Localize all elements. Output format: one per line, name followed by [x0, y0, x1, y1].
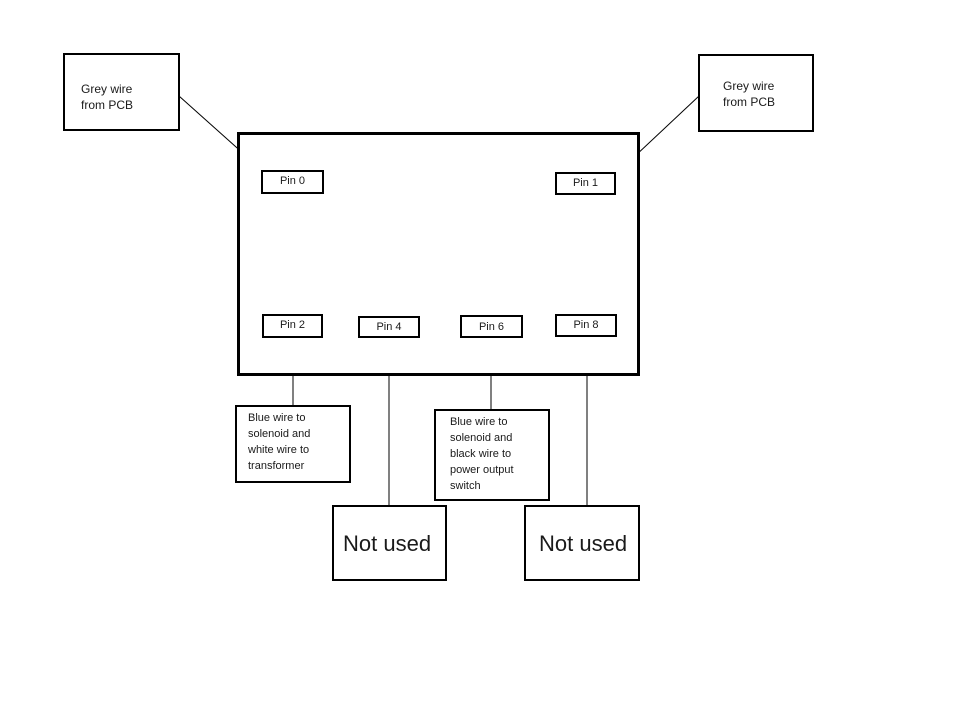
- pin2-desc-line-3: white wire to: [248, 444, 310, 456]
- pin2-desc-line-2: solenoid and: [248, 428, 311, 440]
- connector-body: [237, 132, 640, 376]
- grey-wire-left-label: Grey wire from PCB: [81, 81, 133, 113]
- pin6-desc-line-2: solenoid and: [450, 432, 513, 444]
- pin8-not-used-box: Not used: [524, 505, 640, 581]
- pin6-desc-line-3: black wire to: [450, 448, 512, 460]
- pin2-desc-line-1: Blue wire to: [248, 412, 306, 424]
- pin2-description: Blue wire to solenoid and white wire to …: [248, 410, 310, 474]
- pin-2: Pin 2: [262, 314, 323, 338]
- pin6-description-box: Blue wire to solenoid and black wire to …: [434, 409, 550, 501]
- grey-left-line-2: from PCB: [81, 98, 134, 112]
- pin6-desc-line-1: Blue wire to: [450, 416, 508, 428]
- pin-4: Pin 4: [358, 316, 420, 338]
- pin6-description: Blue wire to solenoid and black wire to …: [450, 414, 514, 494]
- grey-wire-right-box: Grey wire from PCB: [698, 54, 814, 132]
- pin4-not-used-label: Not used: [343, 531, 432, 556]
- pin6-desc-line-5: switch: [450, 480, 481, 492]
- pin-0: Pin 0: [261, 170, 324, 194]
- grey-wire-right-label: Grey wire from PCB: [723, 78, 775, 110]
- pin-1: Pin 1: [555, 172, 616, 195]
- pin4-not-used-box: Not used: [332, 505, 447, 581]
- grey-wire-left-box: Grey wire from PCB: [63, 53, 180, 131]
- grey-right-line-2: from PCB: [723, 95, 776, 109]
- pin6-desc-line-4: power output: [450, 464, 514, 476]
- pin2-desc-line-4: transformer: [248, 460, 305, 472]
- pin2-description-box: Blue wire to solenoid and white wire to …: [235, 405, 351, 483]
- pin-8: Pin 8: [555, 314, 617, 337]
- pin-6: Pin 6: [460, 315, 523, 338]
- grey-right-line-1: Grey wire: [723, 79, 775, 93]
- grey-left-line-1: Grey wire: [81, 82, 133, 96]
- pin8-not-used-label: Not used: [539, 531, 628, 556]
